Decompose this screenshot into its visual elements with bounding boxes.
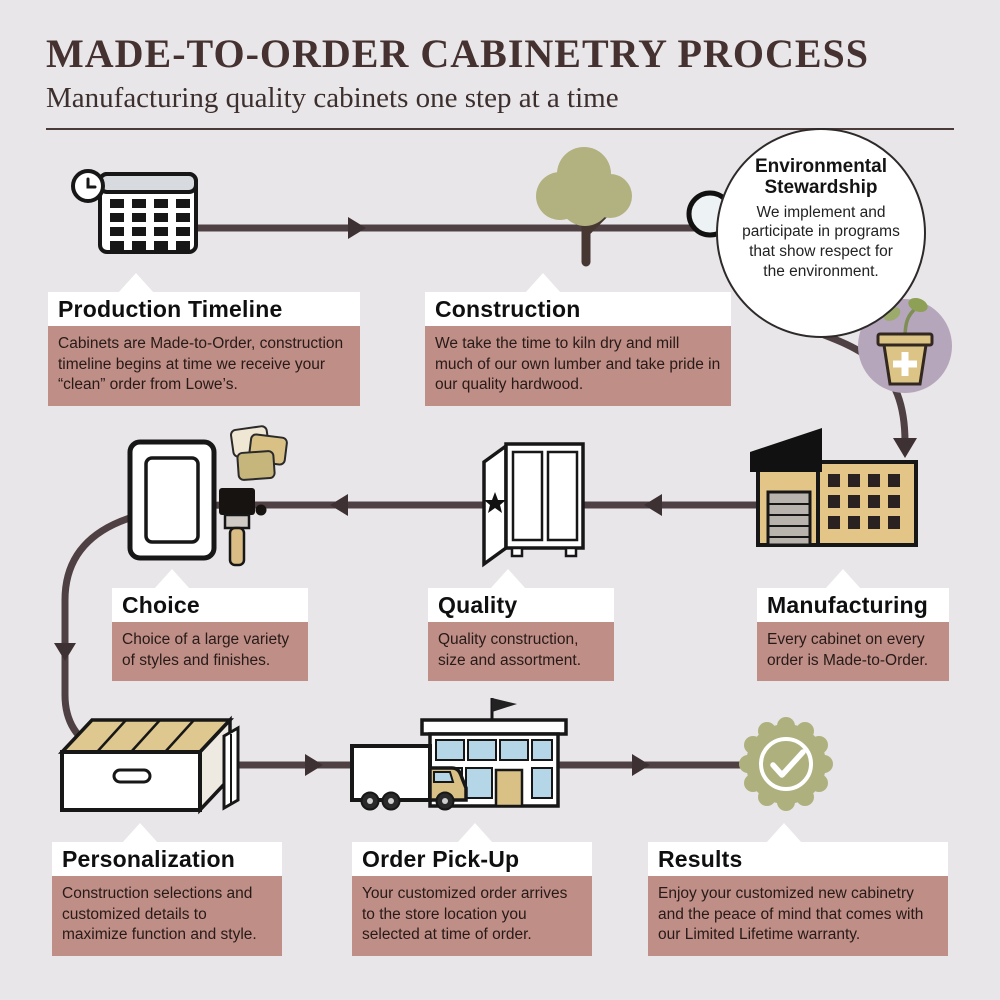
- arrow-right-icon: [348, 217, 366, 239]
- paintbrush-icon: [219, 488, 267, 567]
- construction-title: Construction: [425, 292, 731, 326]
- arrow-left-icon: [644, 494, 662, 516]
- arrow-right-icon: [305, 754, 323, 776]
- order-pickup-body: Your customized order arrives to the sto…: [352, 876, 592, 956]
- notch: [490, 569, 526, 589]
- notch: [525, 273, 561, 293]
- step-manufacturing: Manufacturing Every cabinet on every ord…: [757, 569, 949, 682]
- choice-title: Choice: [112, 588, 308, 622]
- page-subtitle: Manufacturing quality cabinets one step …: [46, 82, 619, 114]
- arrow-left-icon: [330, 494, 348, 516]
- step-quality: Quality Quality construction, size and a…: [428, 569, 614, 682]
- notch: [118, 273, 154, 293]
- arrow-down-icon: [54, 643, 76, 661]
- step-order-pickup: Order Pick-Up Your customized order arri…: [352, 823, 592, 956]
- notch: [825, 569, 861, 589]
- calendar-clock-icon: [71, 169, 198, 254]
- truck-icon: [350, 744, 468, 811]
- environmental-title: Environmental Stewardship: [755, 156, 887, 199]
- drawer-icon: [57, 715, 235, 815]
- personalization-body: Construction selections and customized d…: [52, 876, 282, 956]
- tree-icon: [536, 147, 632, 267]
- page-title: MADE-TO-ORDER CABINETRY PROCESS: [46, 31, 870, 76]
- production-timeline-title: Production Timeline: [48, 292, 360, 326]
- door-sample-icon: [127, 439, 217, 561]
- step-production-timeline: Production Timeline Cabinets are Made-to…: [48, 273, 360, 406]
- environmental-stewardship-badge: Environmental Stewardship We implement a…: [716, 128, 926, 338]
- panel-icon: [222, 725, 240, 811]
- factory-icon: [750, 428, 918, 547]
- flow-arrows: [54, 217, 917, 776]
- construction-body: We take the time to kiln dry and mill mu…: [425, 326, 731, 406]
- seal-check-icon: [739, 717, 833, 811]
- notch: [154, 569, 190, 589]
- cabinet-box-icon: [482, 442, 585, 568]
- paint-swatches-icon: [230, 425, 288, 481]
- results-body: Enjoy your customized new cabinetry and …: [648, 876, 948, 956]
- arrow-down-icon: [893, 438, 917, 458]
- order-pickup-title: Order Pick-Up: [352, 842, 592, 876]
- personalization-title: Personalization: [52, 842, 282, 876]
- notch: [766, 823, 802, 843]
- manufacturing-body: Every cabinet on every order is Made-to-…: [757, 622, 949, 682]
- arrow-right-icon: [632, 754, 650, 776]
- notch: [457, 823, 493, 843]
- quality-title: Quality: [428, 588, 614, 622]
- environmental-body: We implement and participate in programs…: [742, 203, 900, 281]
- step-construction: Construction We take the time to kiln dr…: [425, 273, 731, 406]
- quality-body: Quality construction, size and assortmen…: [428, 622, 614, 682]
- step-choice: Choice Choice of a large variety of styl…: [112, 569, 308, 682]
- header-divider: [46, 128, 954, 130]
- step-personalization: Personalization Construction selections …: [52, 823, 282, 956]
- results-title: Results: [648, 842, 948, 876]
- notch: [122, 823, 158, 843]
- manufacturing-title: Manufacturing: [757, 588, 949, 622]
- production-timeline-body: Cabinets are Made-to-Order, construction…: [48, 326, 360, 406]
- star-icon: [484, 492, 506, 513]
- step-results: Results Enjoy your customized new cabine…: [648, 823, 948, 956]
- choice-body: Choice of a large variety of styles and …: [112, 622, 308, 682]
